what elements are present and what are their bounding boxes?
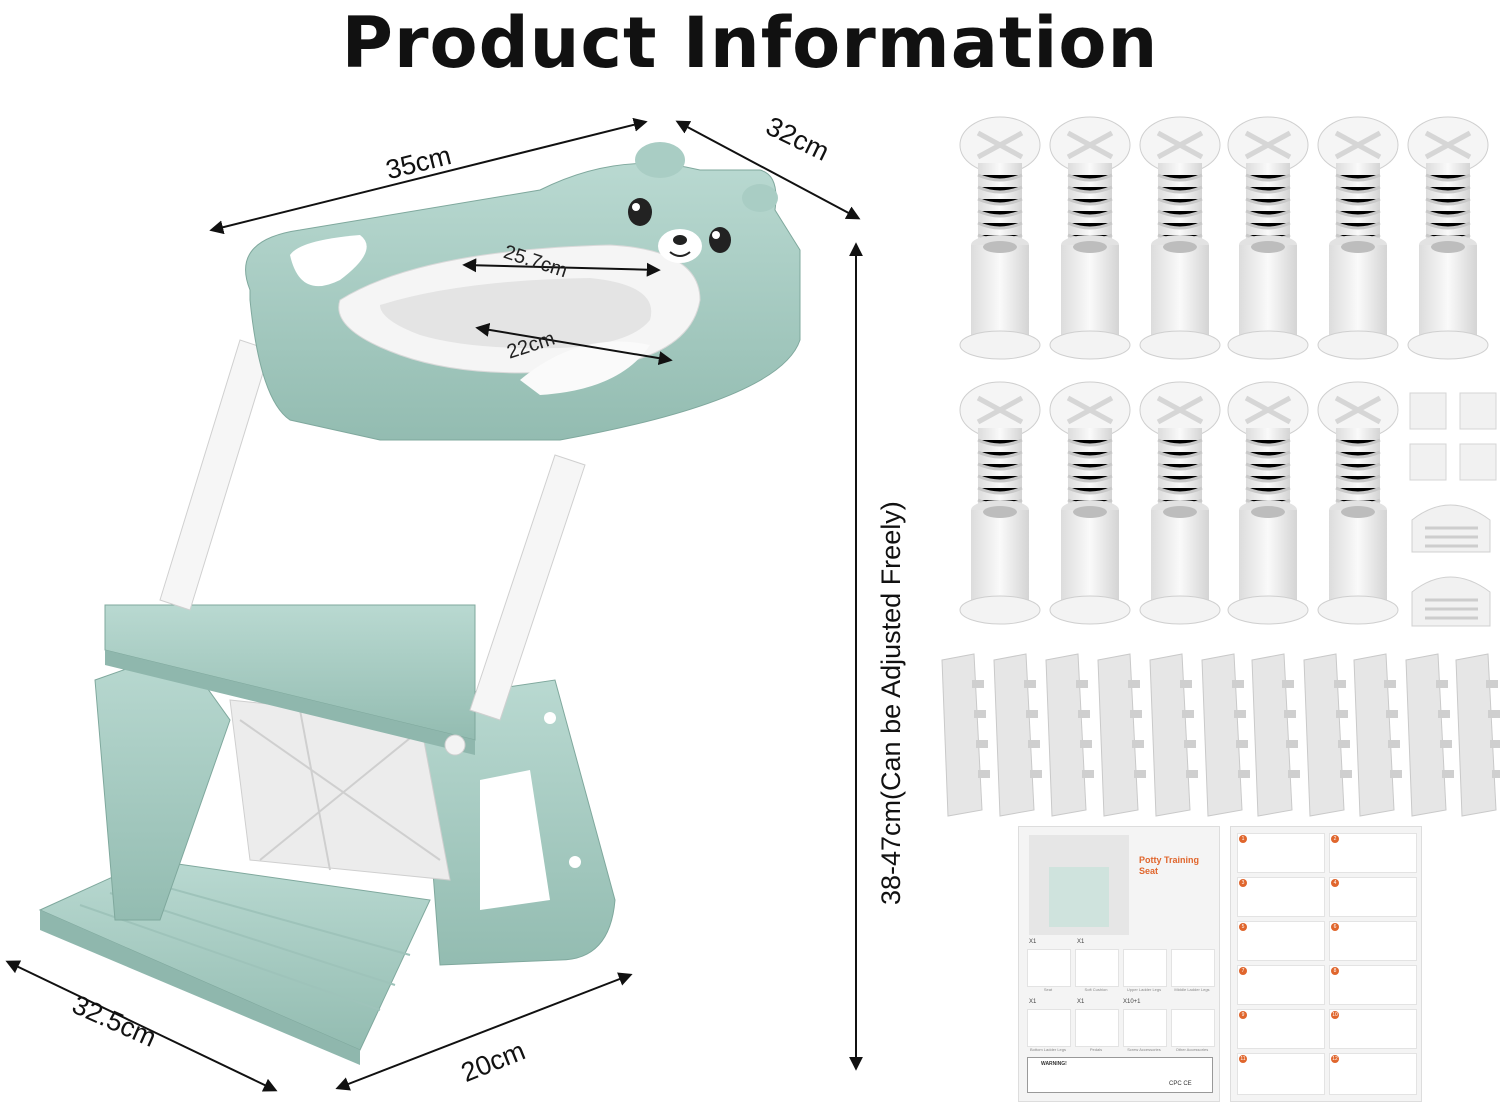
dim-height: 38-47cm(Can be Adjusted Freely) [876,501,906,905]
step-number: 10 [1331,1011,1339,1019]
step-number: 9 [1239,1011,1247,1019]
part-label: Bottom Ladder Legs [1029,1047,1067,1052]
upper-ladder-leg-left [159,339,271,611]
part-label: Seat [1043,987,1053,992]
part-label: Soft Cushion [1084,987,1108,992]
part-qty: X1 [1077,939,1085,945]
anti-slip-pads [1409,392,1497,627]
manual-heading: Potty Training Seat [1139,855,1200,876]
part-label: Middle Ladder Legs [1174,987,1210,992]
part-label: Other Accessories [1175,1047,1209,1052]
part-qty: X10+1 [1123,999,1141,1005]
dim-base-width: 20cm [457,1035,529,1088]
part-qty: X1 [1029,939,1037,945]
upper-ladder-leg-right [469,454,586,721]
potty-training-ladder-illustration: 35cm 32cm 38-47cm(Can be Adjusted Freely… [5,111,906,1092]
dim-base-depth: 32.5cm [68,989,161,1052]
certification-marks: CPC CE [1169,1081,1192,1087]
page-title: Product Information [341,2,1159,84]
dim-top-depth: 32cm [761,111,833,167]
part-label: Screw Accessories [1127,1047,1161,1052]
step-number: 7 [1239,967,1247,975]
step-number: 2 [1331,835,1339,843]
step-number: 5 [1239,923,1247,931]
instruction-manual-left: Potty Training Seat X1 X1 X1 X1 X10+1 Se… [1018,826,1220,1102]
step-number: 4 [1331,879,1339,887]
step-number: 11 [1239,1055,1247,1063]
rubber-strips [941,653,1500,817]
step-number: 3 [1239,879,1247,887]
part-label: Upper Ladder Legs [1126,987,1162,992]
step-number: 8 [1331,967,1339,975]
part-qty: X1 [1029,999,1037,1005]
step-number: 6 [1331,923,1339,931]
screw-accessories [960,117,1488,625]
part-qty: X1 [1077,999,1085,1005]
step-number: 1 [1239,835,1247,843]
instruction-manual-right: 1 2 3 4 5 6 7 8 9 10 11 12 [1230,826,1422,1102]
warning-heading: WARNING! [1041,1061,1067,1067]
step-number: 12 [1331,1055,1339,1063]
part-label: Pedals [1089,1047,1103,1052]
